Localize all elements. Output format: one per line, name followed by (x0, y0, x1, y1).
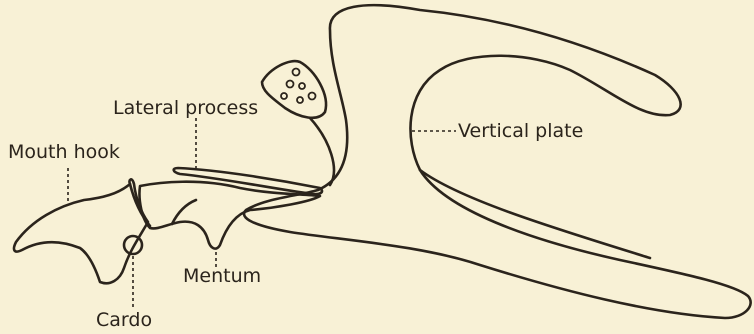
pore (299, 83, 305, 89)
cardo-ring (124, 236, 142, 254)
pore (287, 81, 294, 88)
pore (309, 93, 316, 100)
pore (293, 69, 300, 76)
pore (281, 93, 287, 99)
label-lateral-process: Lateral process (113, 99, 258, 118)
pore (297, 97, 303, 103)
label-mentum: Mentum (183, 267, 261, 286)
vertical-plate-inner (420, 170, 650, 258)
vertical-plate-outline (244, 5, 751, 318)
label-cardo: Cardo (96, 311, 152, 330)
cornu-stem (310, 118, 334, 185)
label-mouth-hook: Mouth hook (8, 143, 120, 162)
label-vertical-plate: Vertical plate (458, 122, 583, 141)
mouth-hook-outline (14, 179, 148, 283)
